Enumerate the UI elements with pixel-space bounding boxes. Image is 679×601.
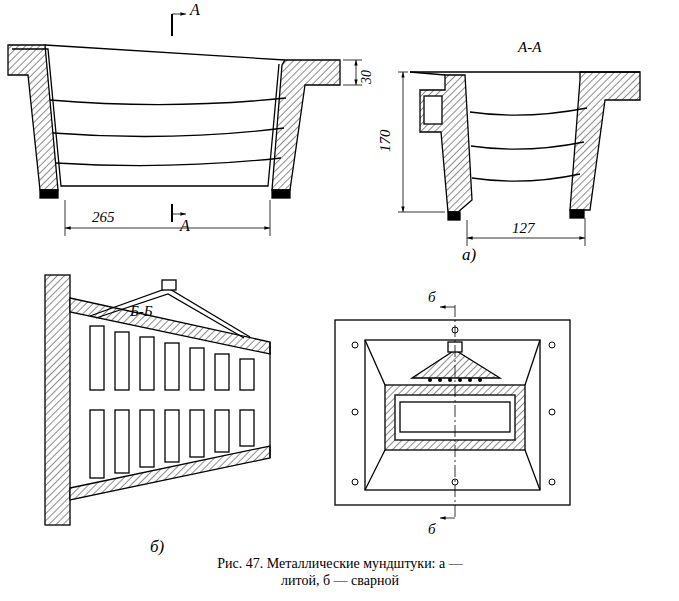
dimension: 127	[512, 221, 535, 236]
section-title: Б-Б	[130, 304, 153, 319]
figure-caption: Рис. 47. Металлические мундштуки: а — ли…	[215, 556, 465, 590]
figure-letter: б)	[150, 538, 164, 555]
dimension: 30	[360, 70, 374, 84]
dimension: 170	[378, 130, 393, 153]
dimension: 265	[92, 210, 115, 225]
section-mark: А	[190, 2, 200, 18]
section-mark: б	[428, 290, 436, 305]
section-title: А-А	[518, 40, 541, 55]
section-mark: А	[180, 218, 190, 234]
figure-letter: а)	[462, 246, 476, 263]
section-mark: б	[428, 522, 436, 537]
